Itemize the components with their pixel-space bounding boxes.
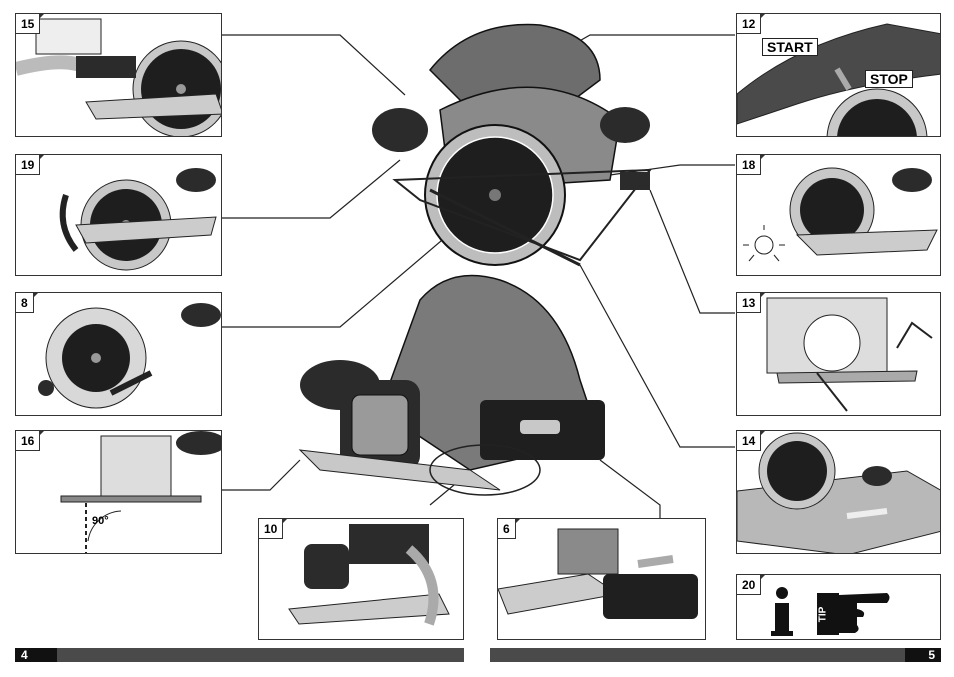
figure-15: 15 <box>15 13 222 137</box>
stop-label: STOP <box>865 70 913 88</box>
figure-number: 12 <box>736 13 761 34</box>
figure-6: 6 <box>497 518 706 640</box>
page-number-left: 4 <box>15 648 57 662</box>
start-label: START <box>762 38 818 56</box>
figure-number: 10 <box>258 518 283 539</box>
battery-insert-illustration <box>498 519 706 640</box>
figure-number: 14 <box>736 430 761 451</box>
figure-number: 13 <box>736 292 761 313</box>
figure-16: 16 90° <box>15 430 222 554</box>
figure-12: 12 START STOP <box>736 13 941 137</box>
figure-10: 10 <box>258 518 464 640</box>
figure-13: 13 <box>736 292 941 416</box>
blade-guard-illustration <box>16 155 222 276</box>
figure-number: 16 <box>15 430 40 451</box>
bevel-angle-illustration <box>16 431 222 554</box>
blade-change-illustration <box>16 293 222 416</box>
figure-19: 19 <box>15 154 222 276</box>
tip-info-illustration <box>737 575 941 640</box>
figure-8: 8 <box>15 292 222 416</box>
figure-14: 14 <box>736 430 941 554</box>
footer-bar-left <box>15 648 464 662</box>
figure-number: 19 <box>15 154 40 175</box>
work-light-illustration <box>737 155 941 276</box>
figure-20: 20 TIP <box>736 574 941 640</box>
figure-number: 8 <box>15 292 34 313</box>
depth-adjust-illustration <box>259 519 464 640</box>
figure-18: 18 <box>736 154 941 276</box>
tip-label: TIP <box>817 607 828 623</box>
circular-saw-top-illustration <box>372 25 650 265</box>
figure-number: 6 <box>497 518 516 539</box>
angle-label: 90° <box>92 515 109 527</box>
figure-number: 15 <box>15 13 40 34</box>
cutting-workpiece-illustration <box>737 431 941 554</box>
bevel-lever-illustration <box>737 293 941 416</box>
page-number-right: 5 <box>905 648 941 662</box>
dust-extraction-illustration <box>16 14 222 137</box>
figure-number: 20 <box>736 574 761 595</box>
circular-saw-rear-illustration <box>300 276 605 496</box>
figure-number: 18 <box>736 154 761 175</box>
footer-bar-right <box>490 648 941 662</box>
info-icon <box>771 587 793 636</box>
